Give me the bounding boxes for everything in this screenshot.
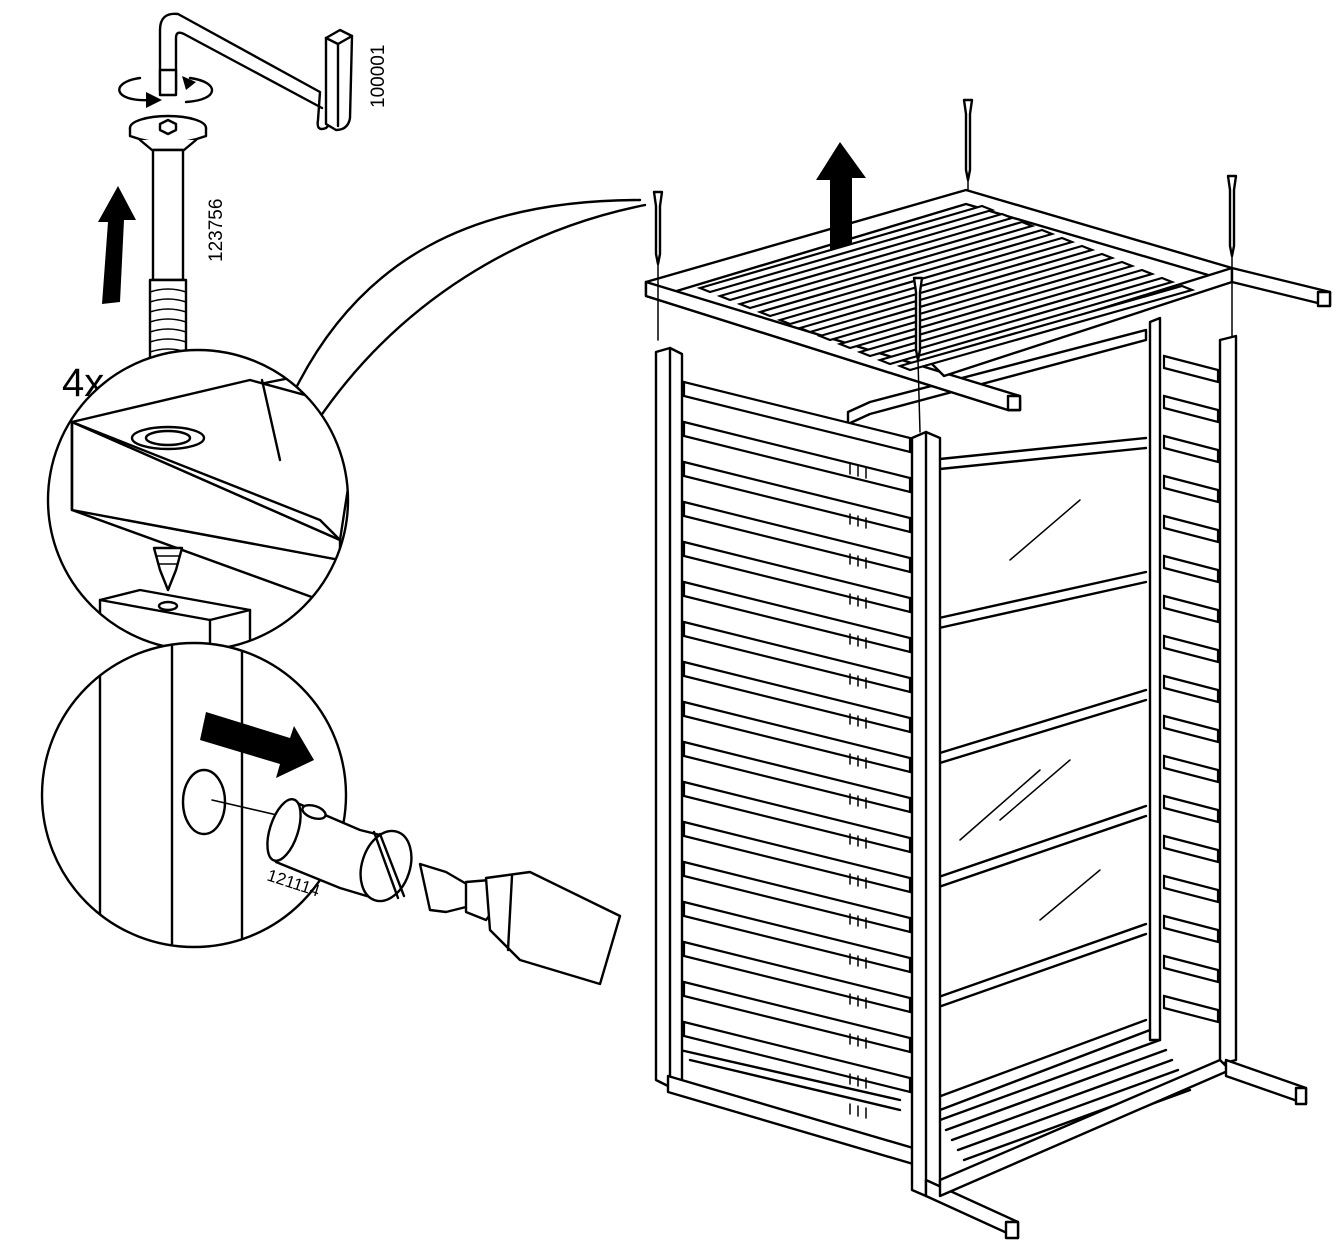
left-side-panel <box>654 346 922 1168</box>
back-panel <box>846 328 1148 1102</box>
arrow-up-icon <box>816 142 866 250</box>
rotate-arrows-icon <box>118 76 214 108</box>
crib-frame <box>644 98 1332 1240</box>
right-side-panel <box>1148 316 1238 1066</box>
top-frame <box>644 188 1332 412</box>
front-corner-post <box>910 430 942 1198</box>
detail-circle-barrel-nut <box>40 641 348 949</box>
arrow-up-icon <box>98 186 136 304</box>
arrow-right-icon <box>200 712 314 778</box>
screwdriver-icon <box>418 862 622 986</box>
part-number-allen-key: 100001 <box>368 45 389 108</box>
screws <box>652 98 1238 433</box>
allen-key-icon <box>158 12 354 132</box>
part-number-bolt: 123756 <box>206 199 227 262</box>
callout-connector <box>293 198 647 422</box>
barrel-nut-icon <box>266 798 413 903</box>
crib-feet <box>924 1058 1308 1240</box>
